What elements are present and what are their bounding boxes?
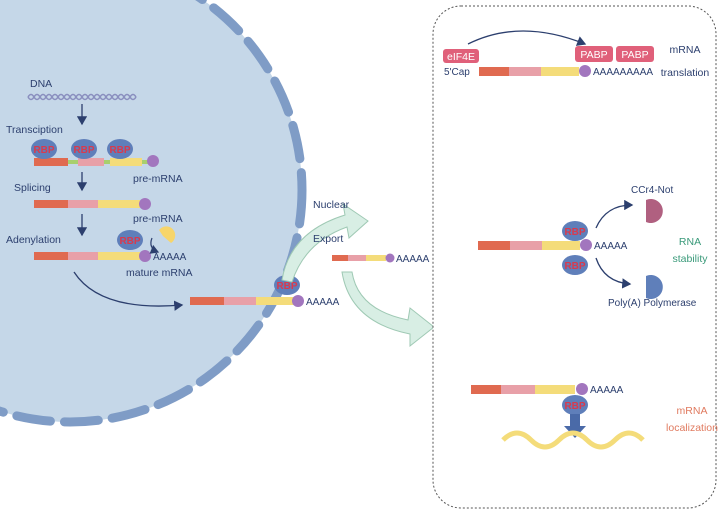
cap-circle	[147, 155, 159, 167]
cap-label: 5'Cap	[444, 67, 470, 78]
pre-mrna-2	[34, 198, 151, 210]
svg-text:AAAAA: AAAAA	[590, 385, 624, 396]
membrane-mrna: AAAAA	[190, 295, 340, 308]
export-label: Export	[313, 233, 343, 245]
motor-stalk	[570, 414, 580, 434]
svg-text:RBP: RBP	[564, 261, 585, 272]
svg-text:RBP: RBP	[73, 145, 94, 156]
step-adenylation: Adenylation	[6, 234, 61, 246]
step-splicing: Splicing	[14, 182, 51, 194]
pabp-box-2	[616, 46, 654, 62]
svg-text:AAAAA: AAAAA	[153, 252, 187, 263]
svg-text:RBP: RBP	[564, 401, 585, 412]
translation-section: eIF4E 5'Cap PABP PABP AAAAAAAAA mRNA tra…	[443, 30, 710, 79]
localization-title-2: localization	[666, 422, 718, 434]
polya-polymerase-label: Poly(A) Polymerase	[608, 298, 697, 309]
polya-enzyme-icon	[159, 226, 176, 243]
translation-title-2: translation	[661, 67, 710, 79]
rbp-stability-top: RBP	[562, 221, 588, 241]
rbp-adenylation: RBP	[117, 230, 143, 250]
pre-mrna-label-1: pre-mRNA	[133, 173, 183, 185]
mature-mrna-label: mature mRNA	[126, 267, 193, 279]
svg-text:RBP: RBP	[33, 145, 54, 156]
pre-mrna-label-2: pre-mRNA	[133, 213, 183, 225]
step-transcription: Transciption	[6, 124, 63, 136]
svg-text:AAAAA: AAAAA	[306, 297, 340, 308]
translation-title-1: mRNA	[670, 44, 701, 56]
localization-section: AAAAA RBP mRNA localization	[471, 383, 718, 450]
dna-label: DNA	[30, 78, 52, 90]
rbp-2: RBP	[71, 139, 97, 159]
ccr4-label: CCr4-Not	[631, 185, 673, 196]
svg-text:PABP: PABP	[580, 49, 607, 61]
mature-mrna: AAAAA	[34, 250, 187, 263]
svg-text:RBP: RBP	[276, 281, 297, 292]
rbp-localization: RBP	[562, 395, 588, 415]
nuclear-membrane	[0, 0, 307, 427]
polya-polymerase-icon	[646, 275, 663, 299]
ccr4-not-icon	[646, 199, 663, 223]
localization-title-1: mRNA	[677, 405, 708, 417]
svg-text:PABP: PABP	[621, 49, 648, 61]
svg-text:RBP: RBP	[564, 227, 585, 238]
nucleus-body	[0, 0, 302, 422]
rbp-membrane: RBP	[274, 275, 300, 295]
svg-text:RBP: RBP	[119, 236, 140, 247]
svg-text:AAAAA: AAAAA	[594, 241, 628, 252]
stability-title-1: RNA	[679, 236, 701, 248]
eif4e-box	[443, 49, 479, 63]
svg-text:eIF4E: eIF4E	[447, 51, 475, 63]
pre-mrna-1	[34, 155, 159, 167]
svg-text:RBP: RBP	[109, 145, 130, 156]
pabp-box-1	[575, 46, 613, 62]
export-arrow-up	[281, 202, 369, 283]
svg-text:AAAAA: AAAAA	[396, 254, 430, 265]
svg-text:AAAAAAAAA: AAAAAAAAA	[593, 67, 653, 78]
rbp-3: RBP	[107, 139, 133, 159]
dna-helix	[27, 93, 137, 101]
stability-title-2: stability	[672, 253, 708, 265]
stability-section: AAAAA RBP RBP CCr4-Not Poly(A) Polymeras…	[478, 185, 708, 309]
nuclear-label: Nuclear	[313, 199, 350, 211]
export-arrow-down	[341, 271, 435, 348]
nucleus	[0, 0, 307, 427]
exported-mrna: AAAAA	[332, 253, 430, 265]
rbp-1: RBP	[31, 139, 57, 159]
rbp-stability-bottom: RBP	[562, 255, 588, 275]
cytoskeleton-filament	[501, 430, 645, 450]
